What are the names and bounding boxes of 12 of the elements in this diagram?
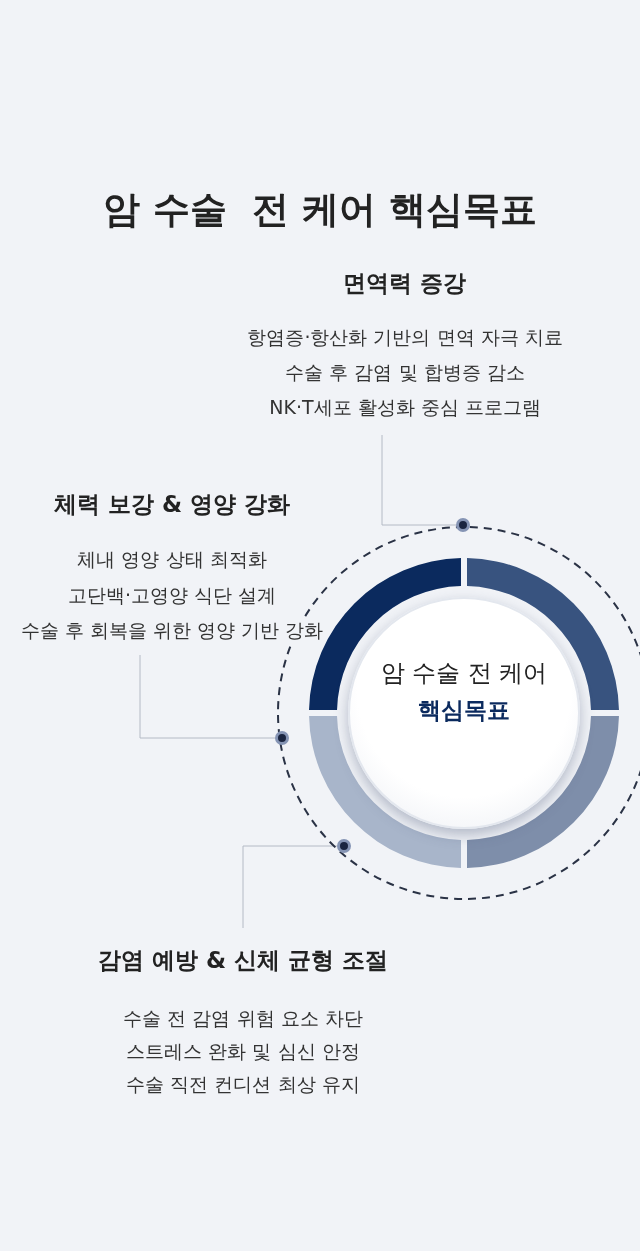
title: 암 수술 전 케어 핵심목표 [101,187,539,233]
dot-marker [337,839,351,853]
heading: 면역력 증강 [343,269,467,298]
center-highlight: 핵심목표 [417,696,511,725]
dot-marker [275,731,289,745]
center-text: 암 수술 전 케어 [379,658,549,689]
heading: 감염 예방 & 신체 균형 조절 [97,946,389,975]
leader-line [139,654,276,739]
dot-marker [456,518,470,532]
leader-line [242,845,338,929]
heading: 체력 보강 & 영양 강화 [53,490,291,519]
leader-line [381,434,457,526]
